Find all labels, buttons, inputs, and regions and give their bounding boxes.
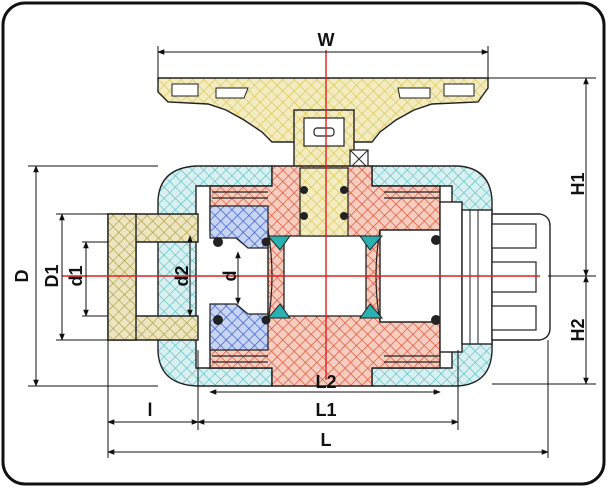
centerlines: [62, 50, 540, 380]
label-D1: D1: [42, 264, 62, 287]
label-H2: H2: [568, 318, 588, 341]
label-L2: L2: [315, 372, 336, 392]
left-pipe-end: [107, 213, 199, 341]
label-H1: H1: [568, 172, 588, 195]
right-threads: [384, 191, 440, 363]
label-D: D: [12, 270, 32, 283]
left-threads: [212, 191, 268, 363]
label-d2: d2: [172, 265, 192, 286]
left-seat-carrier: [209, 205, 384, 351]
label-d1: d1: [66, 265, 86, 286]
label-L1: L1: [315, 400, 336, 420]
right-union-nut: [439, 201, 551, 353]
label-l: l: [147, 400, 152, 420]
label-L: L: [321, 430, 332, 450]
label-d: d: [220, 271, 240, 282]
label-W: W: [318, 30, 335, 50]
dimension-lines: [28, 46, 596, 458]
stem: [299, 167, 349, 237]
right-seals: [431, 235, 441, 325]
